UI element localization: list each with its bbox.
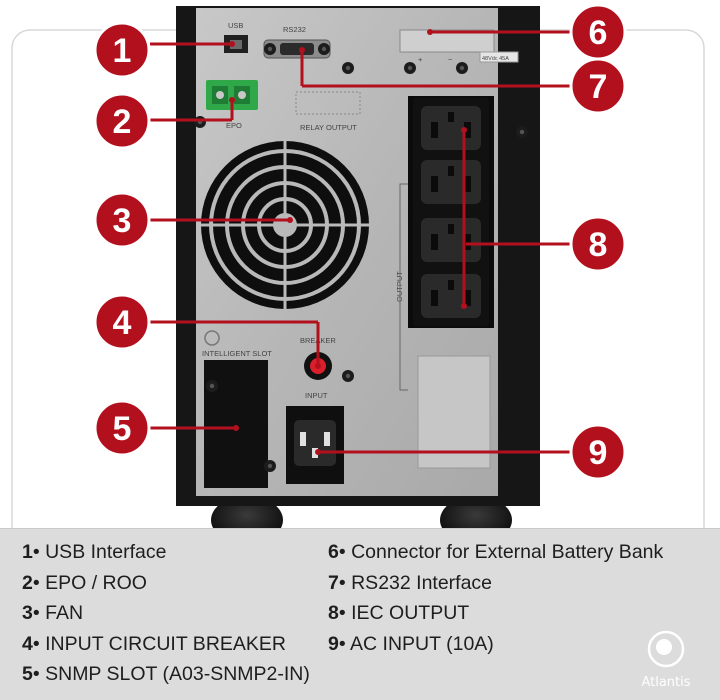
- legend-item-rs232: 7• RS232 Interface: [328, 571, 493, 594]
- callout-2: 2: [93, 92, 151, 150]
- slot-screw: [264, 460, 276, 472]
- callout-4: 4: [93, 293, 151, 351]
- battery-rating-label: 48Vdc 45A: [482, 56, 509, 62]
- callout-7: 7: [569, 57, 627, 115]
- panel-screw: [342, 62, 354, 74]
- rs232-label: RS232: [283, 25, 306, 34]
- legend-item-epo: 2• EPO / ROO: [22, 571, 147, 594]
- callout-number: 4: [113, 304, 132, 342]
- rs232-screw: [264, 43, 276, 55]
- legend-item-usb: 1• USB Interface: [22, 541, 167, 563]
- relay-output-cover: [295, 91, 361, 115]
- callout-number: 9: [589, 434, 608, 472]
- legend-item-ac-input: 9• AC INPUT (10A): [328, 632, 494, 655]
- fan-grille: [201, 141, 369, 309]
- callout-8: 8: [569, 215, 627, 273]
- callout-number: 8: [589, 226, 608, 264]
- case-screw: [516, 126, 528, 138]
- legend-panel: 1• USB Interface 2• EPO / ROO 3• FAN 4• …: [0, 528, 720, 700]
- callout-number: 2: [113, 103, 132, 141]
- legend-column-left: 1• USB Interface 2• EPO / ROO 3• FAN 4• …: [22, 537, 310, 690]
- case-screw: [194, 116, 206, 128]
- iec-output-socket-3: [413, 210, 489, 270]
- iec-output-socket-1: [413, 98, 489, 158]
- battery-connector-plate: [399, 29, 495, 53]
- legend-item-snmp-slot: 5• SNMP SLOT (A03-SNMP2-IN): [22, 663, 310, 685]
- iec-output-socket-2: [413, 152, 489, 212]
- legend-item-fan: 3• FAN: [22, 602, 84, 624]
- callout-lines: [150, 30, 570, 454]
- brand-name: Atlantis: [641, 675, 691, 690]
- callout-line-dots: [229, 29, 467, 455]
- atlantis-logo-icon: [647, 630, 685, 668]
- epo-label: EPO: [226, 121, 242, 130]
- callout-number: 7: [589, 68, 608, 106]
- legend-column-right: 6• Connector for External Battery Bank 7…: [328, 537, 663, 659]
- legend-item-iec-output: 8• IEC OUTPUT: [328, 602, 470, 624]
- callout-number: 1: [113, 32, 132, 70]
- panel-screw: [342, 370, 354, 382]
- atlantis-logo: Atlantis: [634, 630, 698, 690]
- battery-terminal-screw: [456, 62, 468, 74]
- callout-6: 6: [569, 3, 627, 61]
- battery-terminal-screw: [404, 62, 416, 74]
- callout-number: 5: [113, 410, 132, 448]
- battery-minus-label: −: [448, 55, 453, 64]
- slot-screw: [206, 380, 218, 392]
- callout-number: 3: [113, 202, 132, 240]
- usb-label: USB: [228, 21, 243, 30]
- callout-5: 5: [93, 399, 151, 457]
- callout-1: 1: [93, 21, 151, 79]
- intelligent-slot-label: INTELLIGENT SLOT: [202, 349, 272, 358]
- legend-item-breaker: 4• INPUT CIRCUIT BREAKER: [22, 632, 287, 655]
- callout-9: 9: [569, 423, 627, 481]
- rs232-screw: [318, 43, 330, 55]
- battery-plus-label: +: [418, 55, 423, 64]
- input-label: INPUT: [305, 391, 328, 400]
- intelligent-slot-cover: [204, 360, 268, 488]
- legend-item-battery-connector: 6• Connector for External Battery Bank: [328, 541, 664, 563]
- iec-output-socket-4: [413, 266, 489, 326]
- blank-cover-plate: [417, 355, 491, 469]
- callout-number: 6: [589, 14, 608, 52]
- callout-3: 3: [93, 191, 151, 249]
- relay-output-label: RELAY OUTPUT: [300, 123, 357, 132]
